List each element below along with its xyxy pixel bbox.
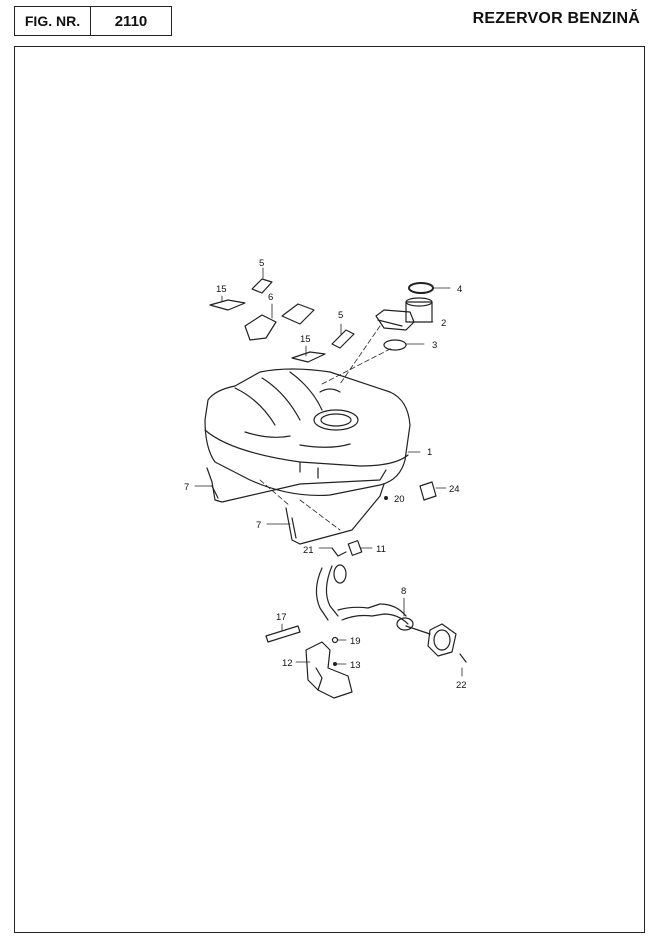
callout-13: 13 [350,660,361,671]
fuel-tank-part [204,368,411,496]
bracket-part [419,481,437,501]
callout-15b: 15 [300,334,311,345]
figure-number: 2110 [114,12,148,30]
pad-6-a [244,314,277,341]
pad-5-lower [331,329,355,349]
callout-5b: 5 [338,310,343,321]
callout-6: 6 [268,292,273,303]
callout-3: 3 [432,340,437,351]
figure-label: FIG. NR. [15,7,91,35]
callout-1: 1 [427,447,432,458]
seal-ring-part [408,282,434,294]
callout-21: 21 [303,545,314,556]
diagram-frame [14,46,645,933]
pad-15-left [209,299,246,311]
callout-17: 17 [276,612,287,623]
callout-7a: 7 [184,482,189,493]
callout-15a: 15 [216,284,227,295]
heat-shield-part [305,636,353,699]
pad-5-upper [251,278,273,294]
callout-24: 24 [449,484,460,495]
filler-pipe-part [315,540,467,663]
callout-20: 20 [394,494,405,505]
callout-7b: 7 [256,520,261,531]
point-20-marker [384,496,388,500]
figure-number-box: FIG. NR. 2110 [14,6,172,36]
callout-5a: 5 [259,258,264,269]
callout-4: 4 [457,284,462,295]
callout-19: 19 [350,636,361,647]
callout-12: 12 [282,658,293,669]
pad-15-right [291,351,326,363]
callout-8: 8 [401,586,406,597]
retaining-ring-part [383,339,407,351]
tank-strap-part [206,467,387,545]
callout-22: 22 [456,680,467,691]
callout-11: 11 [376,544,386,555]
page-title: REZERVOR BENZINĂ [472,10,640,27]
callout-2: 2 [441,318,446,329]
point-13-marker [333,662,337,666]
pad-6-b [281,303,315,325]
fuel-pump-part [375,297,433,331]
strip-part [265,625,301,643]
